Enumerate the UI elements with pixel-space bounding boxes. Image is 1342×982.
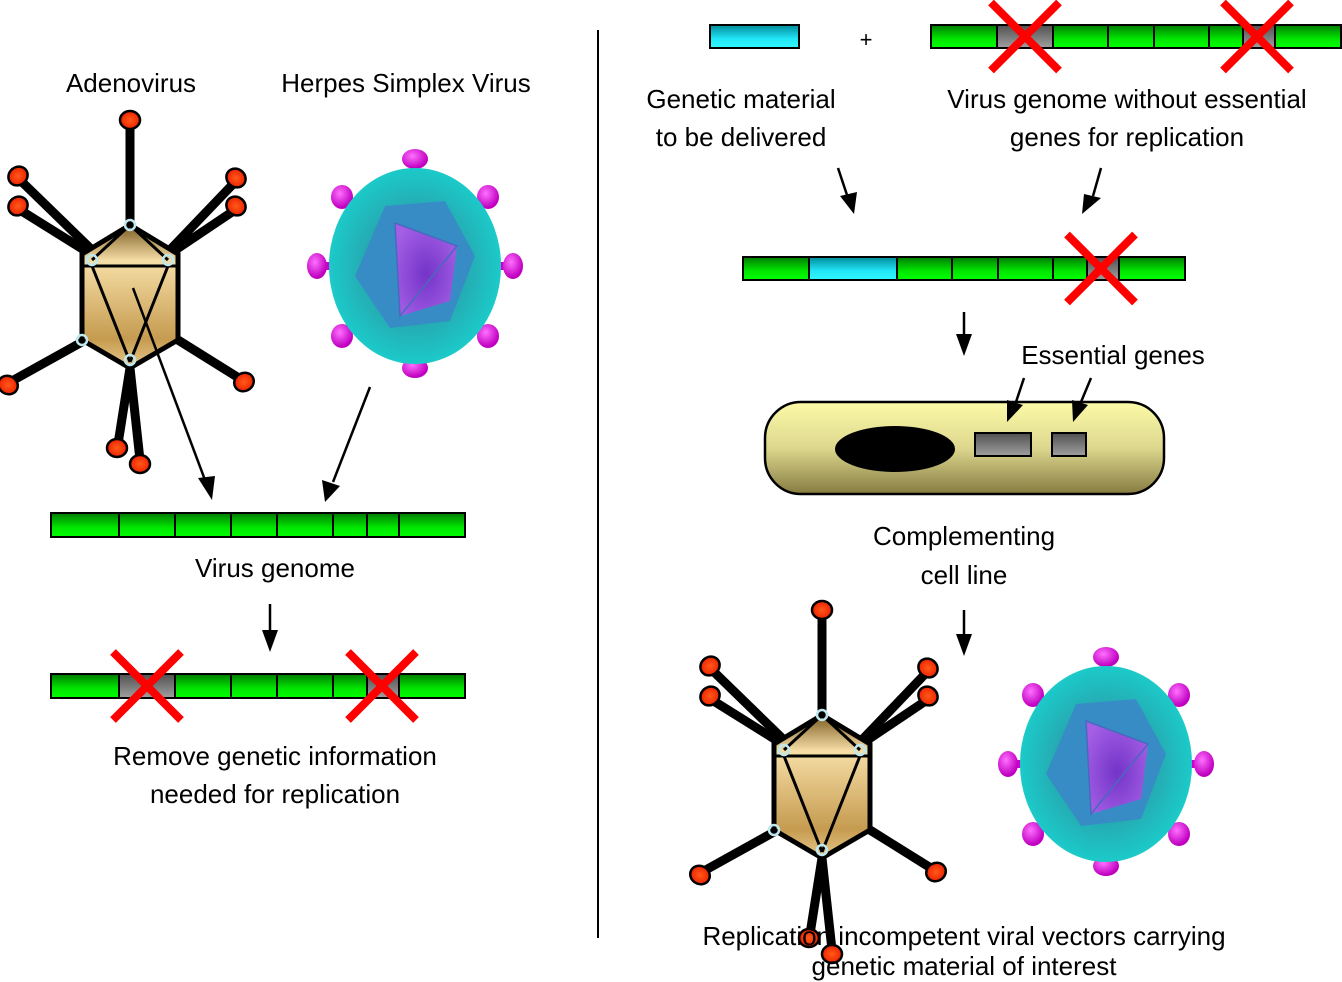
gene-segment — [332, 512, 368, 538]
gene-segment — [332, 673, 368, 699]
gene-segment — [398, 673, 466, 699]
gene-segment — [742, 256, 810, 281]
arrow-hsv-to-genome — [322, 386, 372, 502]
arrow-essential-gene-2 — [1072, 377, 1093, 422]
gene-segment — [997, 256, 1054, 281]
gene-segment — [230, 673, 278, 699]
virus-without-label-line1: Virus genome without essential — [947, 84, 1306, 114]
arrow-down-to-vectors — [956, 610, 972, 656]
gene-segment — [1107, 24, 1155, 49]
recombinant-genome-bar — [742, 231, 1186, 306]
arrow-adenovirus-to-genome — [131, 287, 215, 500]
gene-segment — [896, 256, 953, 281]
gene-segment — [230, 512, 278, 538]
hsv-label: Herpes Simplex Virus — [281, 68, 531, 98]
gene-segment — [1274, 24, 1342, 49]
essential-gene-block-2 — [1051, 432, 1087, 457]
gene-segment — [50, 512, 120, 538]
arrow-down-to-cell — [956, 312, 972, 356]
virus-genome-label: Virus genome — [195, 553, 355, 583]
remove-label-line2: needed for replication — [150, 779, 400, 809]
transgene-block — [709, 24, 800, 49]
gene-segment — [276, 673, 334, 699]
genetic-material-label-line1: Genetic material — [646, 84, 835, 114]
gene-segment — [276, 512, 334, 538]
gene-segment — [174, 673, 232, 699]
gene-segment — [1052, 256, 1088, 281]
adenovirus-vector-icon — [687, 601, 949, 963]
essential-genes-label: Essential genes — [1021, 340, 1205, 370]
virus-genome-bar — [50, 512, 466, 538]
gene-segment — [366, 512, 400, 538]
cell-nucleus — [835, 426, 955, 472]
gene-segment — [1208, 24, 1244, 49]
arrow-essential-gene-1 — [1007, 377, 1026, 422]
adenovirus-label: Adenovirus — [66, 68, 196, 98]
virus-genome-without-essential-genes-bar — [930, 0, 1342, 74]
cell-line-label-line1: Complementing — [873, 521, 1055, 551]
result-label-line1: Replication incompetent viral vectors ca… — [702, 921, 1225, 951]
hsv-vector-icon — [997, 646, 1215, 877]
cell-line-label-line2: cell line — [921, 560, 1008, 590]
remove-label-line1: Remove genetic information — [113, 741, 437, 771]
arrow-down-remove — [262, 604, 278, 652]
plus-sign: + — [860, 27, 873, 52]
gene-segment — [50, 673, 120, 699]
gene-segment — [951, 256, 999, 281]
complementing-cell — [763, 400, 1166, 496]
genetic-material-label-line2: to be delivered — [656, 122, 827, 152]
result-label-line2: genetic material of interest — [812, 951, 1118, 981]
gene-segment — [398, 512, 466, 538]
deleted-genome-bar — [50, 649, 466, 723]
gene-segment — [930, 24, 998, 49]
arrow-transgene-to-recombinant — [836, 167, 857, 214]
deletion-cross-icon — [1220, 0, 1294, 74]
herpes-simplex-virus-icon — [306, 148, 524, 379]
gene-segment — [174, 512, 232, 538]
deletion-cross-icon — [110, 649, 184, 723]
gene-segment — [1052, 24, 1109, 49]
transgene-segment — [808, 256, 898, 281]
adenovirus-icon — [0, 111, 257, 473]
gene-segment — [1153, 24, 1210, 49]
virus-without-label-line2: genes for replication — [1010, 122, 1244, 152]
deletion-cross-icon — [1064, 231, 1138, 306]
deletion-cross-icon — [988, 0, 1062, 74]
essential-gene-block-1 — [974, 432, 1032, 457]
arrow-genome-to-recombinant — [1082, 167, 1103, 214]
gene-segment — [118, 512, 176, 538]
deletion-cross-icon — [345, 649, 419, 723]
gene-segment — [1118, 256, 1186, 281]
